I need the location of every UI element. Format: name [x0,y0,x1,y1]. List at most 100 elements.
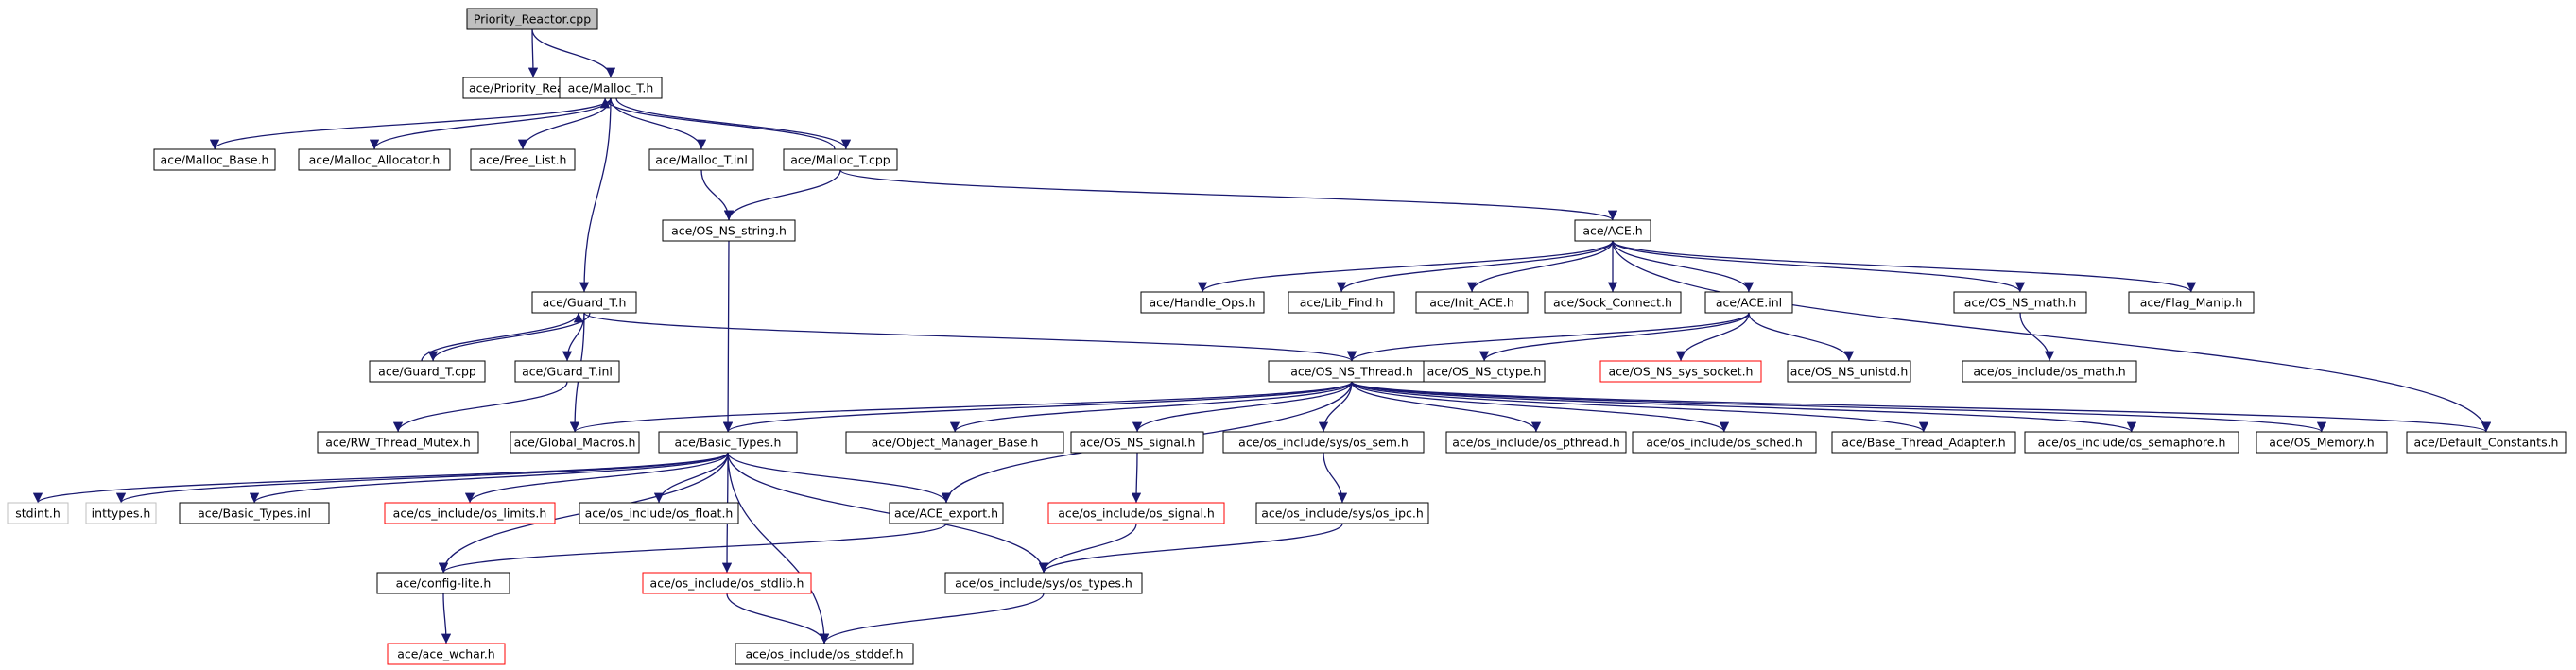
node-ace-ace-h[interactable]: ace/ACE.h [1574,219,1651,242]
node-box [2406,431,2567,454]
edge-ace-malloc-t-h-to-ace-guard-t-h [579,97,612,293]
node-label: ace/Guard_T.cpp [378,365,476,379]
node-stdint-h[interactable]: stdint.h [7,502,69,524]
node-box [2256,431,2388,454]
node-box [1070,431,1204,454]
node-label: ace/os_include/os_stddef.h [745,647,903,661]
node-ace-os-include-os-pthread-h[interactable]: ace/os_include/os_pthread.h [1445,431,1627,454]
edge-ace-ace-inl-to-ace-os-ns-thread-h [1346,312,1750,362]
node-label: ace/Base_Thread_Adapter.h [1841,436,2005,450]
node-ace-os-ns-thread-h[interactable]: ace/OS_NS_Thread.h [1268,360,1436,383]
node-ace-os-ns-unistd-h[interactable]: ace/OS_NS_unistd.h [1787,360,1911,383]
node-label: ace/Global_Macros.h [514,436,636,450]
node-ace-ace-wchar-h[interactable]: ace/ace_wchar.h [387,643,506,665]
node-label: ace/os_include/sys/os_ipc.h [1261,507,1424,521]
node-ace-os-include-os-float-h[interactable]: ace/os_include/os_float.h [579,502,739,524]
node-ace-os-include-os-limits-h[interactable]: ace/os_include/os_limits.h [384,502,556,524]
node-ace-malloc-t-inl[interactable]: ace/Malloc_T.inl [648,148,754,171]
node-ace-init-ace-h[interactable]: ace/Init_ACE.h [1415,291,1529,314]
node-ace-os-include-sys-os-sem-h[interactable]: ace/os_include/sys/os_sem.h [1222,431,1425,454]
node-label: ace/OS_NS_ctype.h [1427,365,1542,379]
node-box [317,431,479,454]
node-ace-guard-t-cpp[interactable]: ace/Guard_T.cpp [369,360,486,383]
node-label: ace/Malloc_Base.h [161,153,269,167]
edge-ace-malloc-t-h-to-ace-malloc-t-cpp [615,97,852,150]
edge-ace-ace-inl-to-ace-os-ns-unistd-h [1748,312,1855,362]
node-ace-ace-export-h[interactable]: ace/ACE_export.h [889,502,1004,524]
node-ace-os-include-os-stddef-h[interactable]: ace/os_include/os_stddef.h [735,643,914,665]
node-ace-os-include-os-math-h[interactable]: ace/os_include/os_math.h [1962,360,2137,383]
edge-ace-malloc-t-inl-to-ace-os-ns-string-h [700,169,735,221]
edge-ace-ace-h-to-ace-flag-manip-h [1612,240,2196,293]
node-ace-os-ns-ctype-h[interactable]: ace/OS_NS_ctype.h [1423,360,1546,383]
edge-ace-ace-h-to-ace-handle-ops-h [1197,240,1614,293]
edge-ace-os-ns-thread-h-to-ace-os-ns-signal-h [1132,381,1353,433]
edge-priority-reactor-cpp-to-ace-priority-reactor-h [527,28,539,78]
node-ace-sock-connect-h[interactable]: ace/Sock_Connect.h [1544,291,1682,314]
node-label: ace/Malloc_T.inl [655,153,748,167]
node-ace-handle-ops-h[interactable]: ace/Handle_Ops.h [1140,291,1265,314]
node-box [944,572,1143,594]
node-box [298,148,451,171]
node-ace-os-include-os-signal-h[interactable]: ace/os_include/os_signal.h [1047,502,1225,524]
node-ace-os-ns-string-h[interactable]: ace/OS_NS_string.h [662,219,796,242]
node-ace-os-memory-h[interactable]: ace/OS_Memory.h [2256,431,2388,454]
node-ace-guard-t-inl[interactable]: ace/Guard_T.inl [514,360,620,383]
node-box [735,643,914,665]
node-box [1288,291,1395,314]
edge-ace-os-include-sys-os-ipc-h-to-ace-os-include-sys-os-types-h [1038,523,1343,574]
edge-ace-malloc-t-h-to-ace-malloc-allocator-h [369,97,612,150]
node-ace-global-macros-h[interactable]: ace/Global_Macros.h [510,431,640,454]
edge-ace-os-ns-signal-h-to-ace-os-include-os-signal-h [1131,452,1142,504]
node-ace-os-include-sys-os-types-h[interactable]: ace/os_include/sys/os_types.h [944,572,1143,594]
node-ace-ace-inl[interactable]: ace/ACE.inl [1704,291,1793,314]
node-ace-object-manager-base-h[interactable]: ace/Object_Manager_Base.h [845,431,1064,454]
edge-ace-os-ns-string-h-to-ace-basic-types-h [722,240,734,433]
edge-ace-basic-types-h-to-ace-basic-types-inl [249,452,729,504]
node-label: ace/Default_Constants.h [2414,436,2559,450]
node-ace-os-include-sys-os-ipc-h[interactable]: ace/os_include/sys/os_ipc.h [1255,502,1429,524]
node-ace-os-include-os-semaphore-h[interactable]: ace/os_include/os_semaphore.h [2024,431,2239,454]
node-ace-free-list-h[interactable]: ace/Free_List.h [470,148,576,171]
node-ace-basic-types-inl[interactable]: ace/Basic_Types.inl [179,502,330,524]
node-ace-malloc-base-h[interactable]: ace/Malloc_Base.h [153,148,276,171]
edge-ace-basic-types-h-to-inttypes-h [116,452,729,504]
node-box [783,148,898,171]
node-ace-default-constants-h[interactable]: ace/Default_Constants.h [2406,431,2567,454]
node-label: Priority_Reactor.cpp [474,12,591,26]
node-ace-os-include-os-stdlib-h[interactable]: ace/os_include/os_stdlib.h [642,572,812,594]
node-box [376,572,510,594]
node-box [662,219,796,242]
node-box [579,502,739,524]
node-ace-flag-manip-h[interactable]: ace/Flag_Manip.h [2128,291,2255,314]
edge-ace-os-ns-thread-h-to-ace-basic-types-h [723,381,1353,433]
node-ace-base-thread-adapter-h[interactable]: ace/Base_Thread_Adapter.h [1831,431,2016,454]
node-ace-malloc-t-cpp[interactable]: ace/Malloc_T.cpp [783,148,898,171]
edge-ace-os-include-sys-os-types-h-to-ace-os-include-os-stddef-h [819,593,1045,644]
node-ace-basic-types-h[interactable]: ace/Basic_Types.h [658,431,798,454]
node-ace-os-ns-sys-socket-h[interactable]: ace/OS_NS_sys_socket.h [1599,360,1762,383]
node-label: ace/ACE.h [1582,224,1642,238]
node-ace-os-ns-signal-h[interactable]: ace/OS_NS_signal.h [1070,431,1204,454]
node-label: ace/Init_ACE.h [1429,296,1514,310]
node-ace-guard-t-h[interactable]: ace/Guard_T.h [531,291,637,314]
node-box [85,502,157,524]
edge-ace-os-ns-thread-h-to-ace-os-include-sys-os-sem-h [1318,381,1353,433]
node-box [658,431,798,454]
node-label: ace/Malloc_T.cpp [790,153,890,167]
node-ace-lib-find-h[interactable]: ace/Lib_Find.h [1288,291,1395,314]
node-label: ace/os_include/os_limits.h [393,507,547,521]
node-ace-os-include-os-sched-h[interactable]: ace/os_include/os_sched.h [1632,431,1817,454]
node-ace-os-ns-math-h[interactable]: ace/OS_NS_math.h [1953,291,2087,314]
node-box [1632,431,1817,454]
node-box [369,360,486,383]
node-label: ace/Sock_Connect.h [1553,296,1672,310]
node-inttypes-h[interactable]: inttypes.h [85,502,157,524]
node-label: ace/Guard_T.h [543,296,627,310]
node-ace-malloc-allocator-h[interactable]: ace/Malloc_Allocator.h [298,148,451,171]
node-ace-config-lite-h[interactable]: ace/config-lite.h [376,572,510,594]
edge-ace-ace-h-to-ace-os-ns-math-h [1612,240,2026,293]
node-ace-rw-thread-mutex-h[interactable]: ace/RW_Thread_Mutex.h [317,431,479,454]
node-box [642,572,812,594]
node-ace-malloc-t-h[interactable]: ace/Malloc_T.h [559,77,663,99]
